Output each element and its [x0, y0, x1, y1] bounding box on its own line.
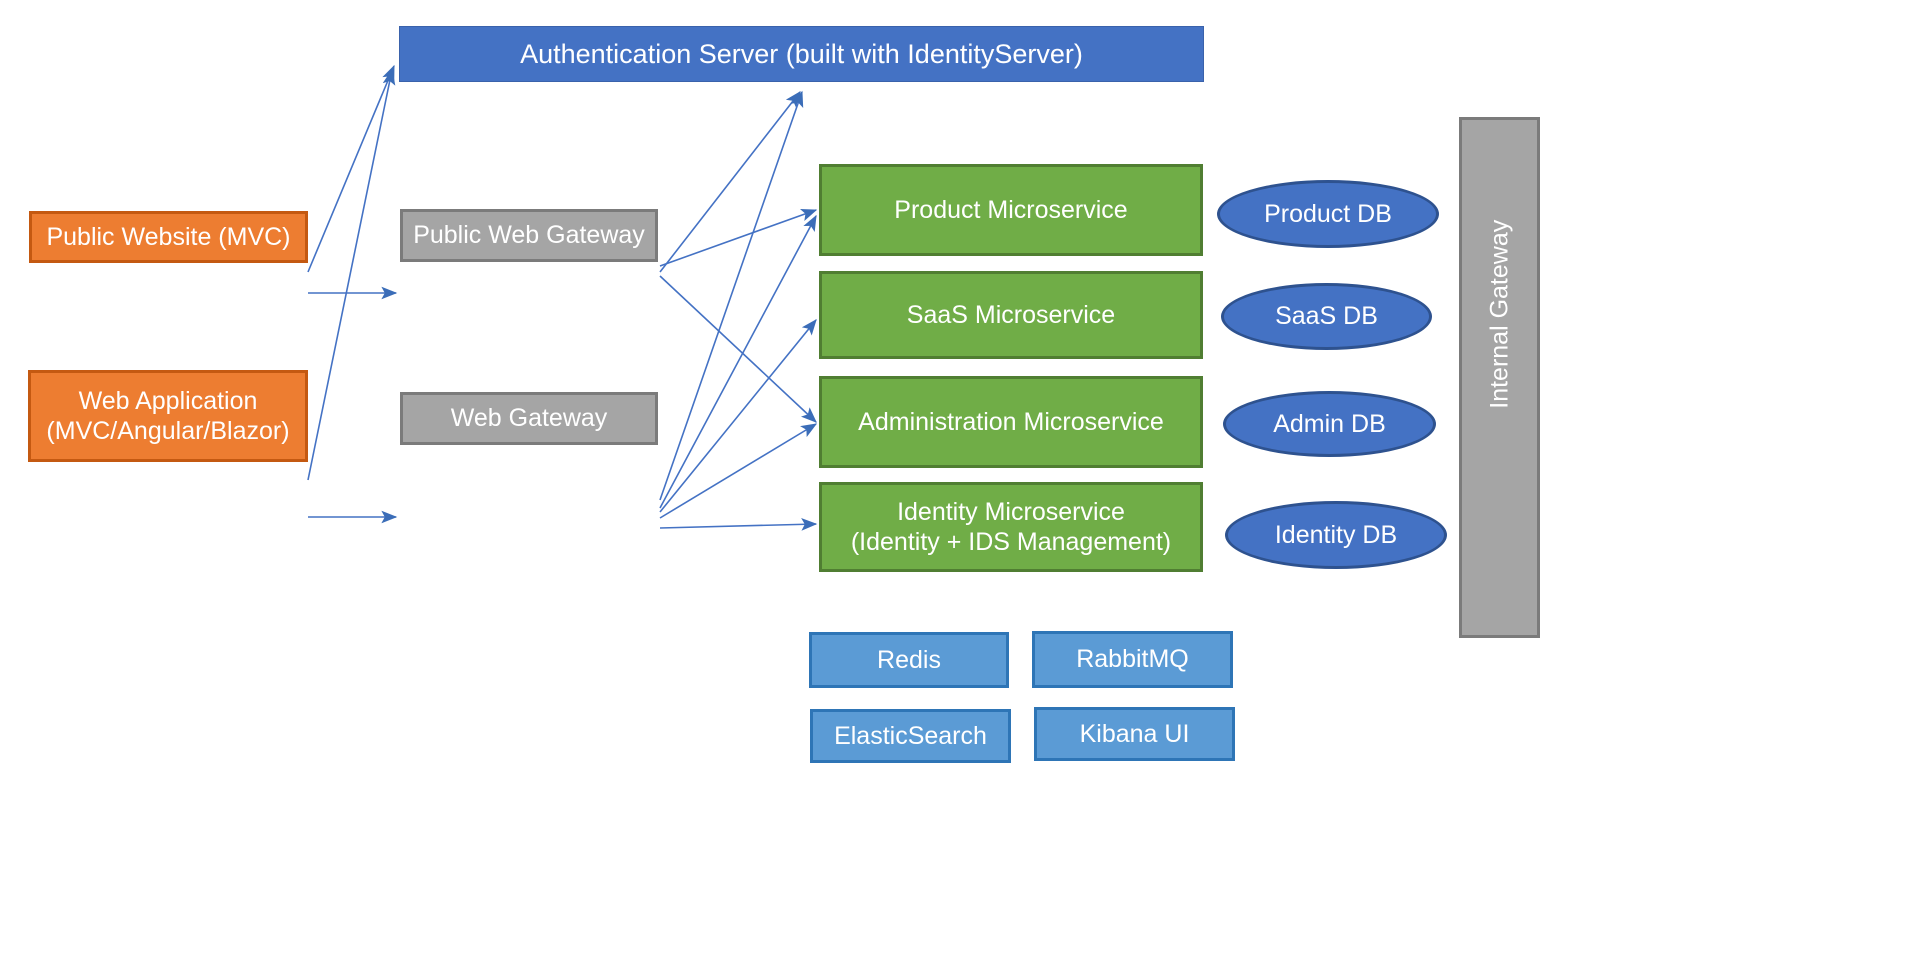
- kibana-ui-label: Kibana UI: [1079, 719, 1190, 748]
- arrow-public-gateway-to-auth-server: [659, 90, 801, 273]
- web-gateway-box[interactable]: Web Gateway: [400, 392, 658, 445]
- elasticsearch-label: ElasticSearch: [834, 721, 987, 750]
- arrow-public-website-to-auth-server: [307, 64, 395, 273]
- web-application-box[interactable]: Web Application (MVC/Angular/Blazor): [28, 370, 308, 462]
- identity-db-ellipse[interactable]: Identity DB: [1225, 501, 1447, 569]
- public-website-label: Public Website (MVC): [46, 222, 291, 251]
- saas-microservice-label: SaaS Microservice: [906, 300, 1116, 329]
- arrow-web-gateway-to-auth-server: [659, 90, 804, 501]
- saas-db-ellipse[interactable]: SaaS DB: [1221, 283, 1432, 350]
- arrow-web-application-to-auth-server: [307, 68, 396, 481]
- admin-db-label: Admin DB: [1273, 409, 1386, 438]
- saas-db-label: SaaS DB: [1275, 302, 1378, 331]
- internal-gateway-label: Internal Gateway: [1485, 220, 1514, 409]
- arrow-public-gateway-to-administration-service: [659, 275, 817, 423]
- arrow-web-gateway-to-product-service: [659, 214, 817, 509]
- identity-microservice-box[interactable]: Identity Microservice (Identity + IDS Ma…: [819, 482, 1203, 572]
- auth-server-box[interactable]: Authentication Server (built with Identi…: [399, 26, 1204, 82]
- redis-box[interactable]: Redis: [809, 632, 1009, 688]
- public-website-box[interactable]: Public Website (MVC): [29, 211, 308, 263]
- rabbitmq-box[interactable]: RabbitMQ: [1032, 631, 1233, 688]
- internal-gateway-bar[interactable]: Internal Gateway: [1459, 117, 1540, 638]
- product-microservice-label: Product Microservice: [894, 195, 1128, 224]
- kibana-ui-box[interactable]: Kibana UI: [1034, 707, 1235, 761]
- rabbitmq-label: RabbitMQ: [1076, 645, 1189, 674]
- identity-db-label: Identity DB: [1274, 520, 1398, 549]
- administration-microservice-label: Administration Microservice: [858, 407, 1164, 436]
- public-web-gateway-box[interactable]: Public Web Gateway: [400, 209, 658, 262]
- web-application-sublabel: (MVC/Angular/Blazor): [46, 417, 290, 445]
- identity-microservice-sublabel: (Identity + IDS Management): [850, 528, 1172, 556]
- arrow-web-gateway-to-identity-service: [659, 517, 818, 531]
- auth-server-label: Authentication Server (built with Identi…: [520, 38, 1083, 69]
- administration-microservice-box[interactable]: Administration Microservice: [819, 376, 1203, 468]
- admin-db-ellipse[interactable]: Admin DB: [1223, 391, 1436, 457]
- arrow-web-gateway-to-saas-service: [659, 319, 817, 513]
- product-db-label: Product DB: [1264, 199, 1392, 228]
- web-application-label: Web Application: [78, 386, 258, 415]
- elasticsearch-box[interactable]: ElasticSearch: [810, 709, 1011, 763]
- product-microservice-box[interactable]: Product Microservice: [819, 164, 1203, 256]
- arrow-public-gateway-to-product-service: [659, 208, 818, 267]
- arrow-web-gateway-to-administration-service: [659, 423, 818, 519]
- product-db-ellipse[interactable]: Product DB: [1217, 180, 1439, 248]
- saas-microservice-box[interactable]: SaaS Microservice: [819, 271, 1203, 359]
- redis-label: Redis: [877, 645, 941, 674]
- public-web-gateway-label: Public Web Gateway: [413, 221, 645, 250]
- web-gateway-label: Web Gateway: [450, 404, 608, 433]
- identity-microservice-label: Identity Microservice: [897, 497, 1125, 526]
